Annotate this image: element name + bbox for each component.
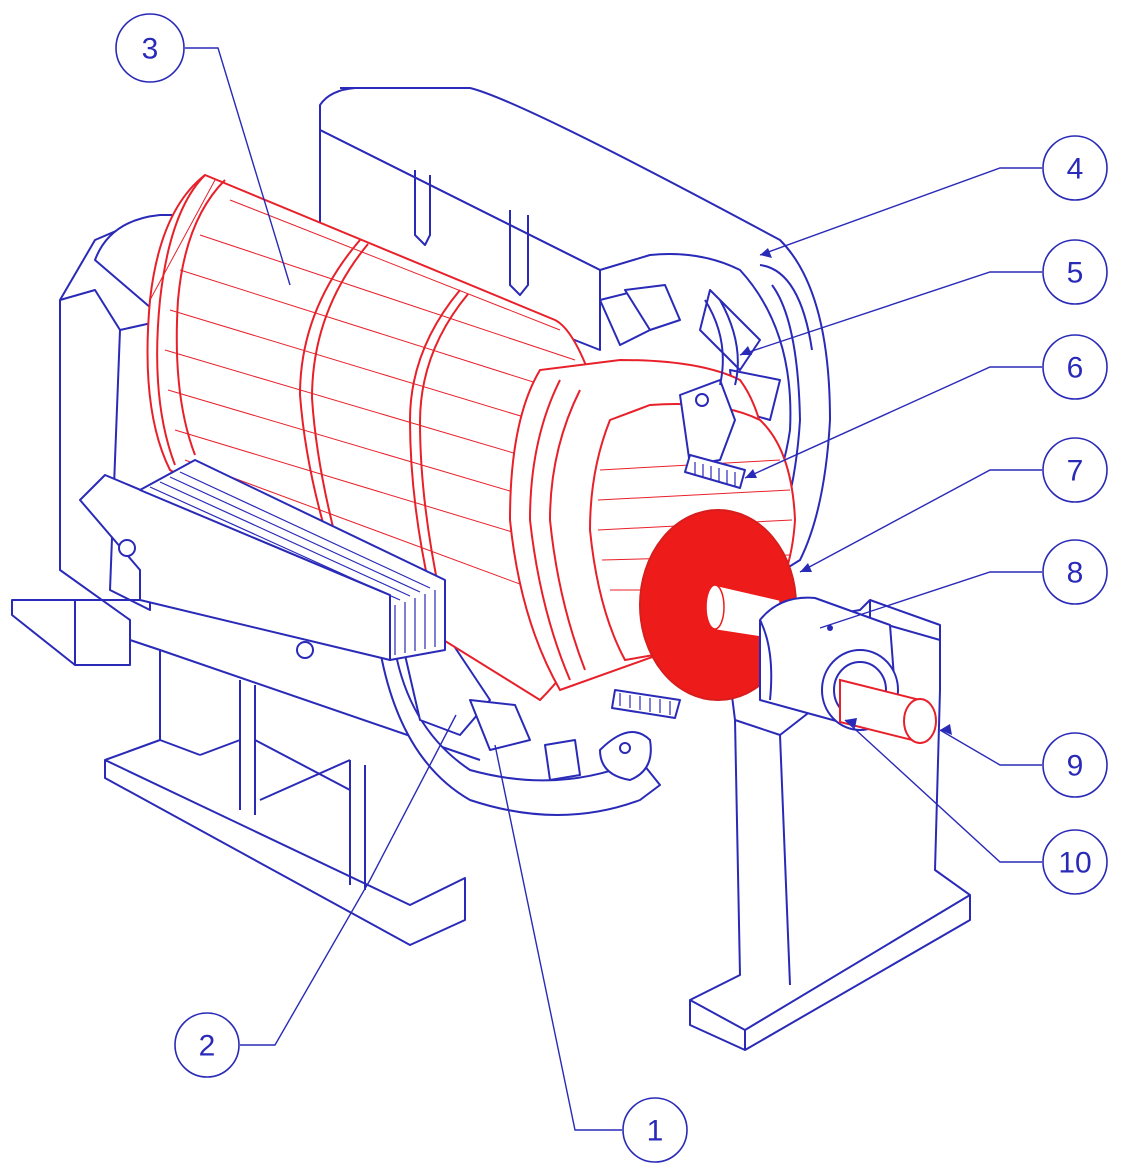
leader-9 xyxy=(939,729,1042,766)
callout-8-label: 8 xyxy=(1067,557,1084,590)
armature-rotor xyxy=(146,173,797,702)
leader-3 xyxy=(185,47,291,286)
callout-9-label: 9 xyxy=(1067,750,1084,783)
callout-7: 7 xyxy=(1042,437,1108,503)
callout-2-label: 2 xyxy=(199,1030,216,1063)
callout-4-label: 4 xyxy=(1067,153,1084,186)
callout-9: 9 xyxy=(1042,732,1108,798)
callout-5: 5 xyxy=(1042,239,1108,305)
callout-7-label: 7 xyxy=(1067,455,1084,488)
leader-2 xyxy=(240,714,457,1046)
leader-8 xyxy=(819,571,1042,629)
callout-3: 3 xyxy=(115,13,185,83)
callout-10: 10 xyxy=(1042,829,1108,895)
leader-7 xyxy=(799,469,1042,573)
field-coil-block xyxy=(79,459,446,661)
callout-10-label: 10 xyxy=(1058,847,1091,880)
callout-8: 8 xyxy=(1042,539,1108,605)
leader-4 xyxy=(759,167,1042,256)
leader-1 xyxy=(494,744,622,1131)
leader-6 xyxy=(744,366,1042,479)
leader-5 xyxy=(739,271,1042,356)
leader-lines xyxy=(185,47,1042,1131)
callout-1: 1 xyxy=(622,1097,688,1163)
callout-4: 4 xyxy=(1042,135,1108,201)
output-shaft xyxy=(839,678,937,744)
leader-10 xyxy=(844,719,1042,863)
callout-3-label: 3 xyxy=(142,33,159,66)
callout-1-label: 1 xyxy=(647,1115,664,1148)
callout-6: 6 xyxy=(1042,334,1108,400)
callout-5-label: 5 xyxy=(1067,257,1084,290)
callout-2: 2 xyxy=(174,1012,240,1078)
callout-6-label: 6 xyxy=(1067,352,1084,385)
brush-gear xyxy=(599,299,746,781)
